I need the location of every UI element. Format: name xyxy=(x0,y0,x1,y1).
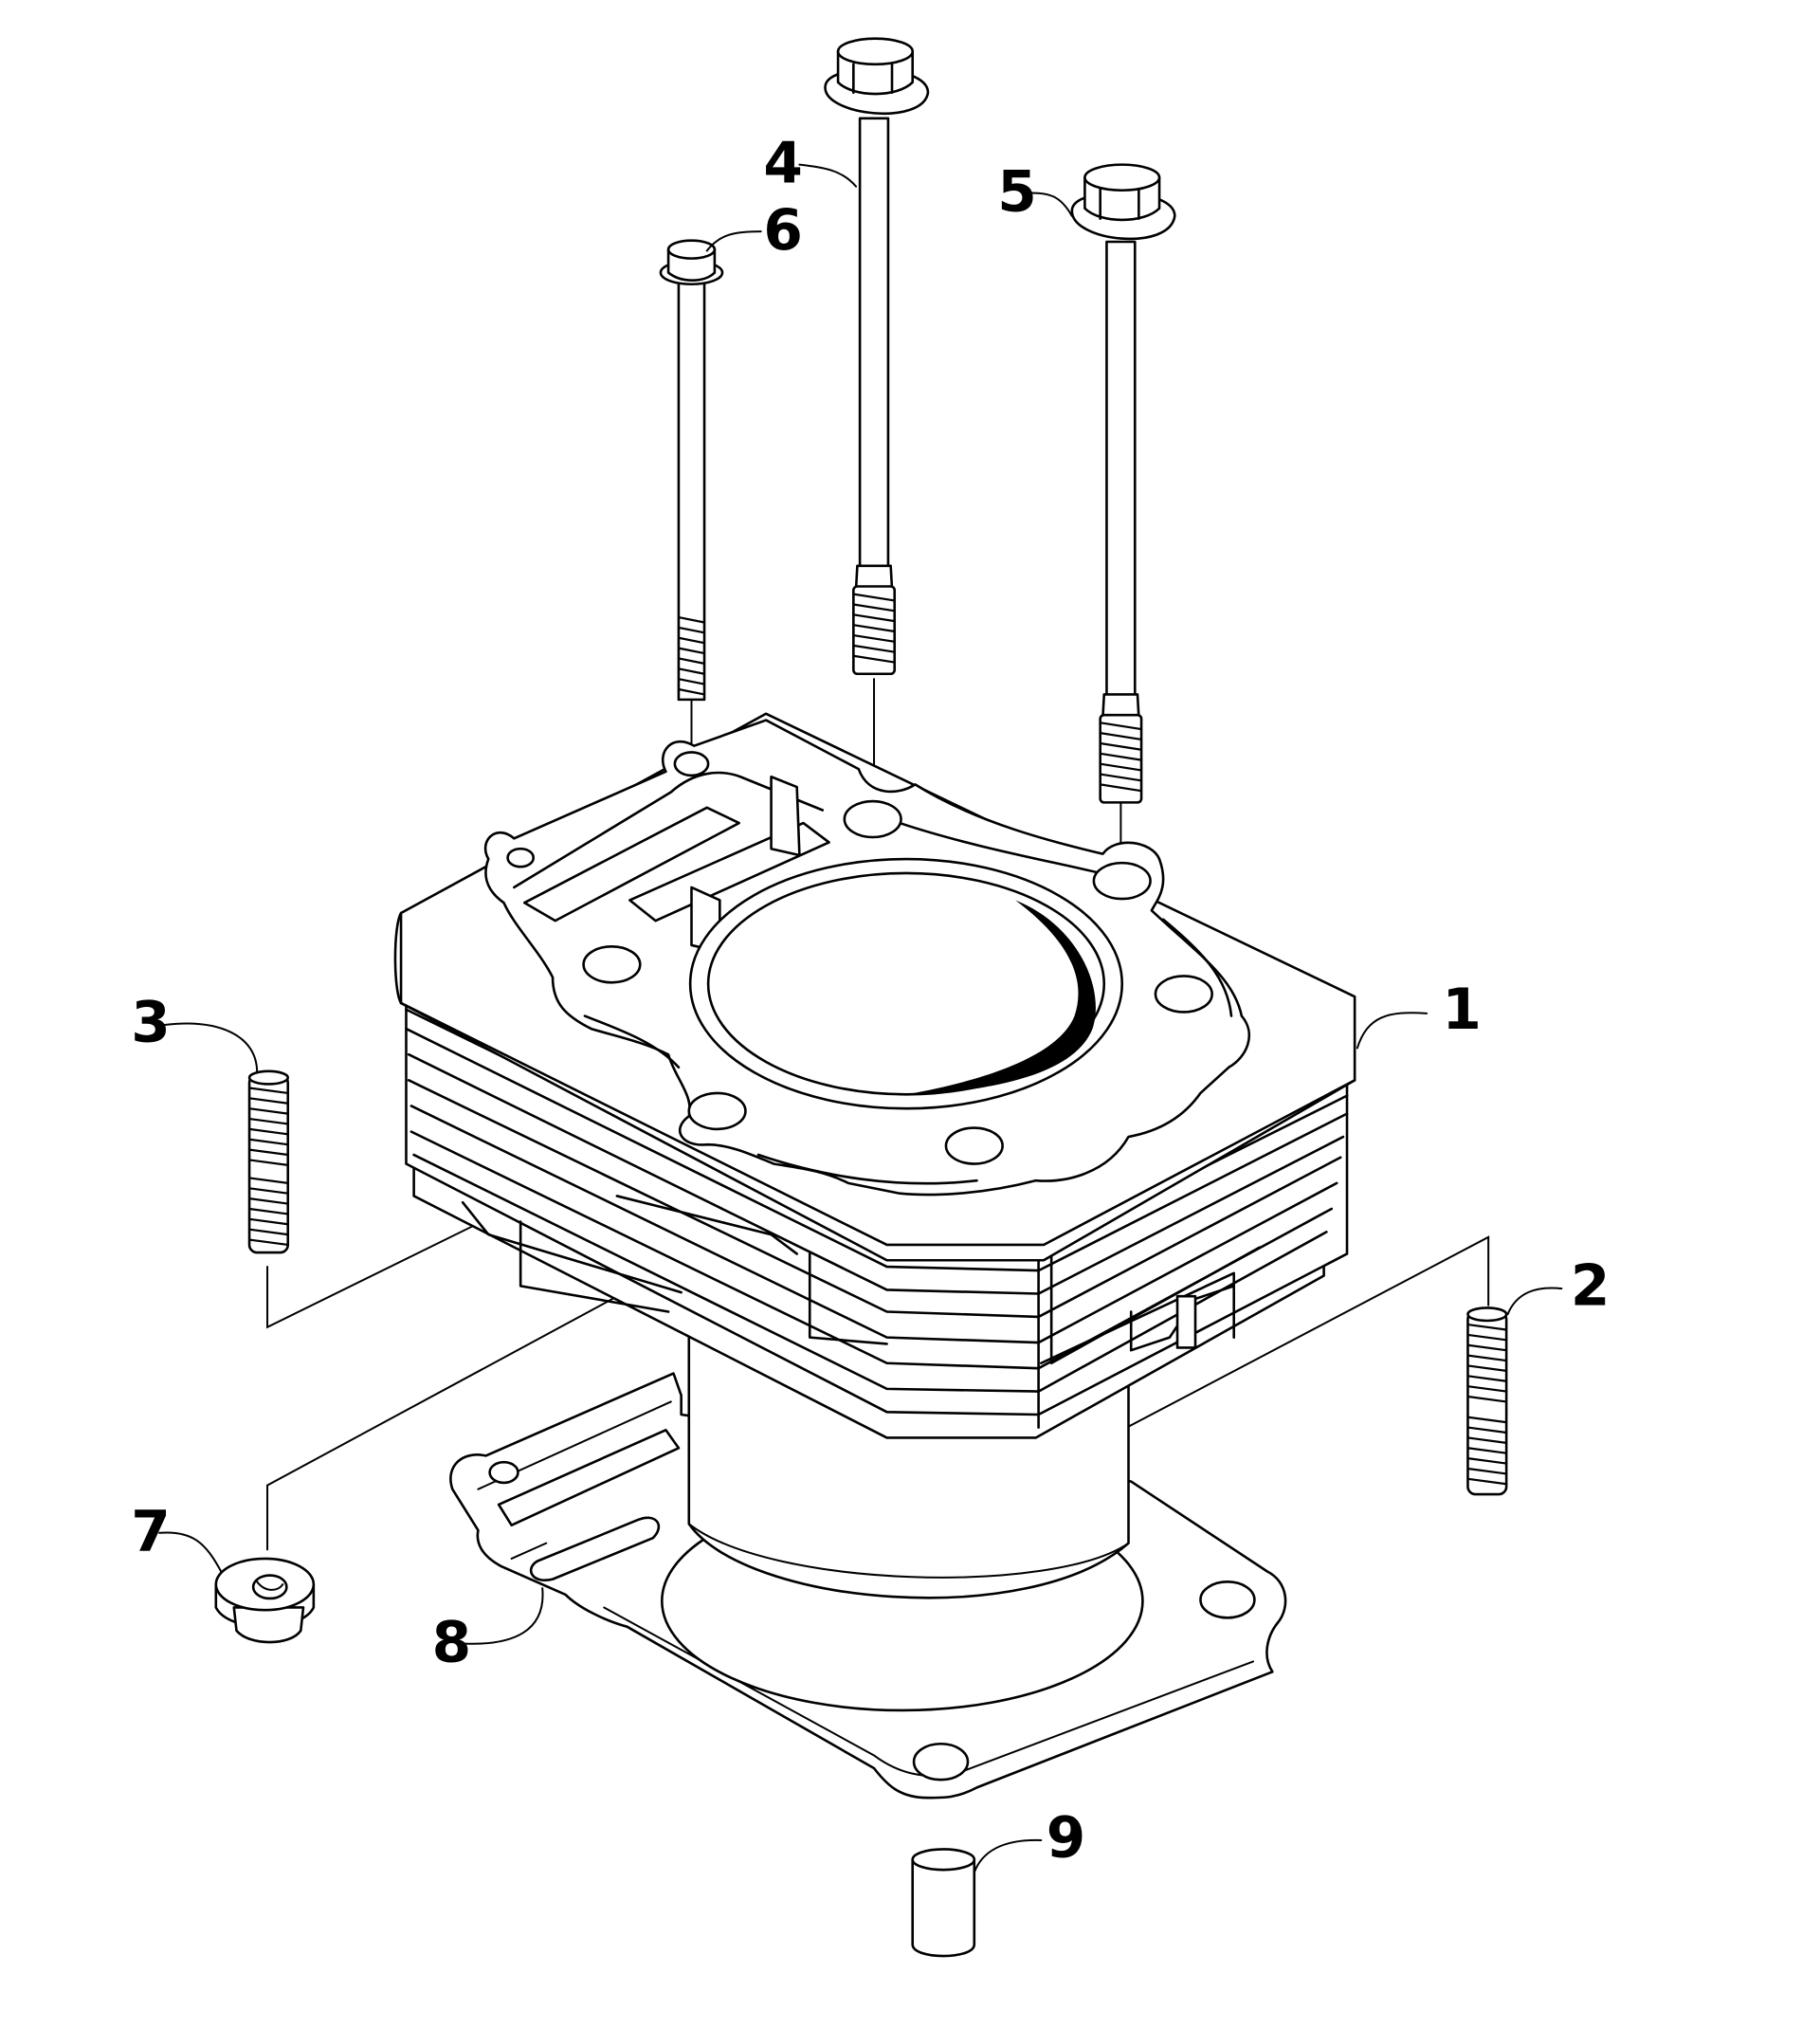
cylinder-head-surface-inner xyxy=(514,773,1231,1183)
callout-leader-6 xyxy=(707,231,761,250)
cylinder-hole-a xyxy=(675,752,708,775)
cylinder-slot-1 xyxy=(524,808,738,921)
callout-number-3: 3 xyxy=(131,991,171,1056)
long-bolt-right xyxy=(1072,165,1174,803)
base-gasket-slot-1 xyxy=(499,1430,679,1525)
callout-number-7: 7 xyxy=(131,1500,171,1565)
flange-nut-hex xyxy=(234,1607,303,1642)
stud-left xyxy=(249,1071,288,1252)
callout-leader-5 xyxy=(1030,192,1071,215)
base-gasket-slot-2 xyxy=(531,1518,659,1580)
stud-right-thread xyxy=(1467,1325,1506,1484)
callout-number-5: 5 xyxy=(997,159,1037,225)
callout-numbers: 1 2 3 4 5 6 7 8 9 xyxy=(131,132,1610,1872)
callout-number-6: 6 xyxy=(763,198,803,264)
cylinder-bore xyxy=(708,873,1104,1094)
callout-number-9: 9 xyxy=(1046,1806,1086,1872)
long-bolt-center xyxy=(826,39,928,674)
callout-leader-7 xyxy=(159,1532,221,1571)
long-bolt-right-top xyxy=(1084,165,1159,191)
callout-leader-8 xyxy=(463,1588,542,1644)
cylinder-sleeve-base xyxy=(689,1524,1129,1578)
cylinder-hole-b xyxy=(845,801,901,837)
long-bolt-center-shank xyxy=(860,119,888,581)
cylinder-hole-f xyxy=(1156,976,1212,1012)
callout-number-4: 4 xyxy=(763,132,803,197)
long-bolt-center-head-facets xyxy=(853,64,892,93)
callout-leader-4 xyxy=(799,165,856,187)
callout-leader-2 xyxy=(1508,1288,1562,1315)
callout-number-2: 2 xyxy=(1571,1254,1611,1320)
callout-number-1: 1 xyxy=(1442,977,1482,1043)
stud-right-top xyxy=(1467,1307,1506,1321)
cylinder-hole-e xyxy=(584,946,641,982)
long-bolt-right-head-facets xyxy=(1101,188,1139,219)
base-gasket-hole-bottom xyxy=(914,1744,968,1780)
stud-right xyxy=(1467,1307,1506,1494)
callout-leader-3 xyxy=(165,1024,258,1073)
short-bolt-left-thread xyxy=(679,617,704,694)
flange-nut-hole-thread xyxy=(257,1581,282,1590)
cylinder-deck-corner xyxy=(395,913,401,1003)
long-bolt-center-top xyxy=(838,39,913,64)
cylinder-hole-d xyxy=(508,849,534,867)
long-bolt-center-thread xyxy=(853,594,894,663)
dowel-pin-body xyxy=(913,1859,974,1956)
short-bolt-left xyxy=(661,241,722,700)
callout-leader-9 xyxy=(974,1840,1042,1873)
cylinder-hole-g xyxy=(689,1093,746,1129)
callout-leaders xyxy=(159,165,1561,1873)
callout-leader-1 xyxy=(1357,1013,1427,1048)
long-bolt-right-thread xyxy=(1101,722,1141,791)
dowel-pin xyxy=(913,1849,974,1956)
dowel-pin-top xyxy=(913,1849,974,1870)
cylinder-hole-c xyxy=(1094,863,1151,899)
stud-left-top xyxy=(249,1071,288,1085)
flange-nut-hole xyxy=(253,1576,286,1599)
short-bolt-left-shank xyxy=(679,281,704,700)
short-bolt-left-top xyxy=(668,241,715,259)
base-gasket-hole-right xyxy=(1200,1581,1254,1617)
cylinder-hole-h xyxy=(946,1128,1003,1164)
callout-number-8: 8 xyxy=(432,1610,472,1675)
long-bolt-right-shank xyxy=(1106,242,1135,707)
flange-nut xyxy=(216,1559,314,1642)
base-gasket-hole-left xyxy=(490,1462,519,1483)
cylinder-slot-3 xyxy=(772,776,800,855)
cylinder-fins xyxy=(406,1010,1347,1428)
cylinder-deck-front-edge xyxy=(401,1003,1355,1245)
stud-left-thread xyxy=(249,1087,288,1244)
cylinder xyxy=(395,714,1355,1598)
